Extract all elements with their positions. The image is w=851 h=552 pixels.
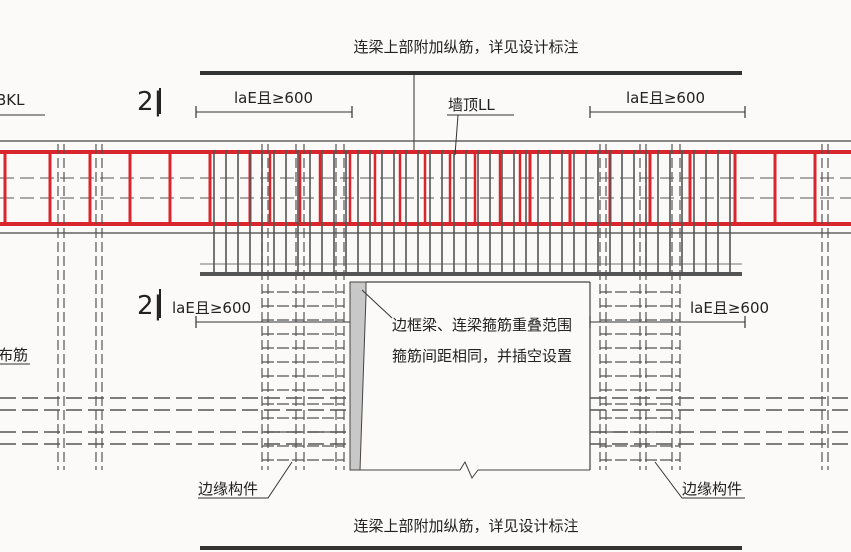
edge-member-left: 边缘构件: [198, 480, 258, 498]
opening-bottom-break: [350, 460, 590, 479]
bottom-note: 连梁上部附加纵筋，详见设计标注: [353, 517, 578, 535]
wall-top-label: 墙顶LL: [448, 96, 495, 114]
overlap-note-line2: 箍筋间距相同，并插空设置: [392, 347, 572, 365]
overlap-note-line1: 边框梁、连梁箍筋重叠范围: [392, 316, 572, 334]
stirrup-group: [3, 150, 817, 276]
overlap-leader: [361, 289, 393, 319]
anchor-mid-right: laE且≥600: [690, 299, 769, 317]
beam-label-bkl: BKL: [0, 91, 25, 109]
anchor-top-left: laE且≥600: [234, 89, 313, 107]
section-label-lower: 2|: [137, 291, 162, 321]
top-note: 连梁上部附加纵筋，详见设计标注: [353, 38, 578, 56]
edge-right-leader: [654, 461, 745, 499]
anchor-mid-left: laE且≥600: [172, 299, 251, 317]
bottom-additional-bar: [200, 546, 742, 550]
walltop-leader-v: [454, 114, 459, 156]
opening-left-jamb: [349, 281, 367, 471]
section-label-upper: 2|: [137, 87, 162, 117]
edge-left-leader: [198, 461, 293, 499]
top-additional-bar: [200, 71, 742, 75]
edge-member-bars: [57, 144, 829, 470]
side-label: 布筋: [0, 346, 28, 364]
edge-member-right: 边缘构件: [682, 480, 742, 498]
anchor-top-right: laE且≥600: [626, 89, 705, 107]
